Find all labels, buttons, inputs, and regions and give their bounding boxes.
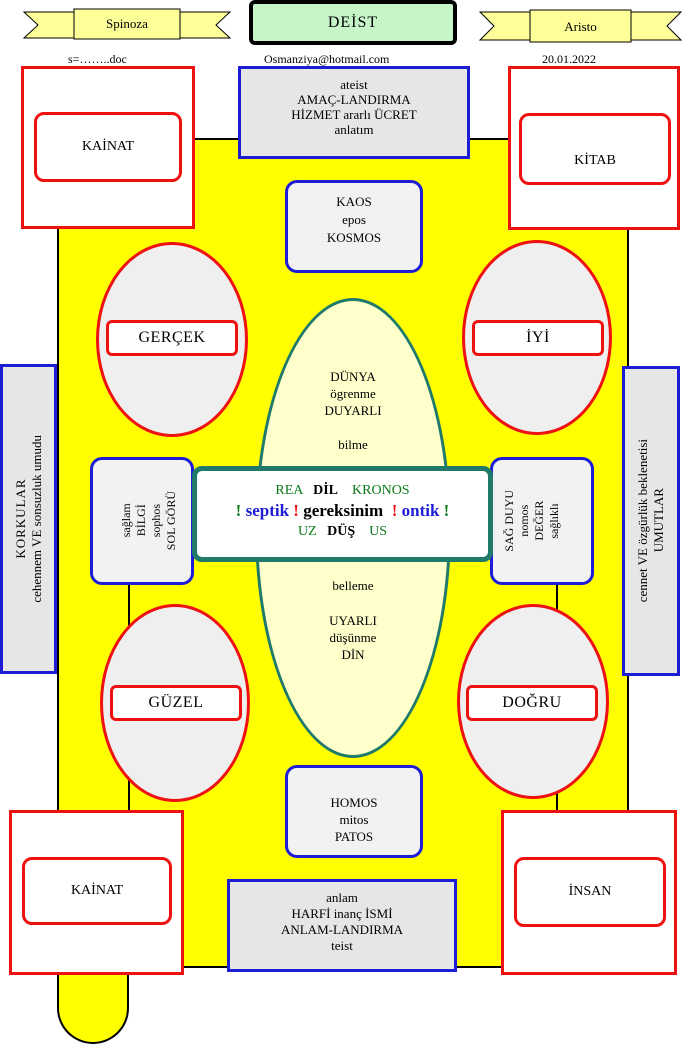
ribbon-right-shape <box>478 9 683 43</box>
iyi-label: İYİ <box>472 320 604 356</box>
center-box: REA DİL KRONOS ! septik ! gereksinim ! o… <box>192 466 493 562</box>
left-inner-line: sağlam <box>119 504 133 538</box>
left-inner-line: SOL GÖRÜ <box>164 491 178 551</box>
uz-text: UZ <box>297 524 317 539</box>
exclam-1: ! <box>235 501 242 520</box>
oval-line: düşünme <box>329 630 377 645</box>
left-side-line: KORKULAR <box>12 478 28 560</box>
center-row-2: ! septik ! gereksinim ! ontik ! <box>197 501 488 521</box>
corner-top-left: KAİNAT <box>21 66 195 229</box>
rea-text: REA <box>275 483 303 498</box>
center-row-3: UZ DÜŞ US <box>197 524 488 540</box>
dogru-text: DOĞRU <box>502 694 562 711</box>
oval-line: ögrenme <box>330 386 376 401</box>
oval-line: DÜNYA <box>330 369 376 384</box>
right-inner-line: nomos <box>517 504 531 537</box>
left-inner-text: sağlam BİLGİ sophos SOL GÖRÜ <box>119 491 179 550</box>
right-side-line: cennet VE özgürlük beklenetisi <box>635 439 650 603</box>
bottom-box-line: HARFİ inanç İSMİ <box>291 906 393 921</box>
kaos-line: epos <box>342 212 366 227</box>
oval-line: belleme <box>332 578 374 593</box>
oval-line: bilme <box>338 437 368 452</box>
homos-line: HOMOS <box>330 795 378 810</box>
top-box-line: AMAÇ-LANDIRMA <box>297 92 411 107</box>
corner-bottom-left: KAİNAT <box>9 810 184 975</box>
right-side-line: UMUTLAR <box>651 488 666 554</box>
left-side-box: KORKULAR cehennem VE sonsuzluk umudu <box>0 364 57 674</box>
right-side-text: cennet VE özgürlük beklenetisi UMUTLAR <box>635 439 667 602</box>
guzel-text: GÜZEL <box>148 694 204 711</box>
kaos-box: KAOS epos KOSMOS <box>285 180 423 273</box>
dus-text: DÜŞ <box>327 524 356 539</box>
corner-bottom-left-label: KAİNAT <box>22 857 172 925</box>
exclam-2: ! <box>293 501 299 520</box>
dil-text: DİL <box>313 483 339 498</box>
exclam-4: ! <box>443 501 450 520</box>
homos-box: HOMOS mitos PATOS <box>285 765 423 858</box>
oval-top-text: DÜNYA ögrenme DUYARLI bilme <box>268 368 438 453</box>
right-side-box: cennet VE özgürlük beklenetisi UMUTLAR <box>622 366 680 676</box>
gercek-label: GERÇEK <box>106 320 238 356</box>
oval-line: DİN <box>341 647 365 662</box>
gereksinim-text: gereksinim <box>303 501 384 520</box>
homos-line: mitos <box>339 812 369 827</box>
dogru-label: DOĞRU <box>466 685 598 721</box>
guzel-label: GÜZEL <box>110 685 242 721</box>
oval-bottom-text: belleme UYARLI düşünme DİN <box>268 578 438 663</box>
top-box-line: anlatım <box>334 122 374 137</box>
bottom-box-line: teist <box>331 938 353 953</box>
left-side-text: KORKULAR cehennem VE sonsuzluk umudu <box>13 435 45 603</box>
corner-top-left-label: KAİNAT <box>34 112 182 182</box>
corner-top-left-text: KAİNAT <box>81 139 135 154</box>
corner-bottom-left-text: KAİNAT <box>70 883 124 898</box>
corner-bottom-right-label: İNSAN <box>514 857 666 927</box>
corner-bottom-right: İNSAN <box>501 810 677 975</box>
left-inner-box: sağlam BİLGİ sophos SOL GÖRÜ <box>90 457 194 585</box>
corner-top-right: KİTAB <box>508 66 680 230</box>
ribbon-left: Spinoza <box>22 8 232 42</box>
us-text: US <box>369 524 388 539</box>
ribbon-right: Aristo <box>478 8 683 46</box>
homos-line: PATOS <box>334 829 374 844</box>
kaos-line: KOSMOS <box>326 230 382 245</box>
left-inner-line: BİLGİ <box>134 505 148 537</box>
email: Osmanziya@hotmail.com <box>264 52 390 66</box>
top-center-box: ateist AMAÇ-LANDIRMA HİZMET ararlı ÜCRET… <box>238 66 470 159</box>
date: 20.01.2022 <box>542 52 596 66</box>
right-inner-text: SAĞ DUYU nomos DEĞER sağlıklı <box>502 490 562 552</box>
doc-name: s=……..doc <box>68 52 127 66</box>
septik-text: septik <box>245 501 290 520</box>
corner-top-right-label: KİTAB <box>519 113 671 185</box>
bottom-center-box: anlam HARFİ inanç İSMİ ANLAM-LANDIRMA te… <box>227 879 457 972</box>
gercek-text: GERÇEK <box>138 329 206 346</box>
right-inner-line: DEĞER <box>532 501 546 541</box>
kronos-text: KRONOS <box>352 483 410 498</box>
ontik-text: ontik <box>401 501 440 520</box>
oval-line: UYARLI <box>329 613 377 628</box>
bottom-box-line: ANLAM-LANDIRMA <box>280 922 404 937</box>
title-box: DEİST <box>249 0 457 45</box>
bottom-box-line: anlam <box>326 890 358 905</box>
corner-bottom-right-text: İNSAN <box>568 884 612 899</box>
ribbon-right-label: Aristo <box>564 19 597 34</box>
exclam-3: ! <box>391 501 398 520</box>
left-inner-line: sophos <box>149 504 163 538</box>
ribbon-left-label: Spinoza <box>106 16 148 31</box>
right-inner-line: SAĞ DUYU <box>502 490 516 552</box>
center-row-1: REA DİL KRONOS <box>197 483 488 499</box>
corner-top-right-text: KİTAB <box>574 153 616 168</box>
title-text: DEİST <box>327 13 379 31</box>
iyi-text: İYİ <box>526 329 550 346</box>
right-inner-box: SAĞ DUYU nomos DEĞER sağlıklı <box>490 457 594 585</box>
kaos-line: KAOS <box>336 194 372 209</box>
top-box-line: HİZMET ararlı ÜCRET <box>291 107 417 122</box>
top-box-line: ateist <box>340 77 368 92</box>
right-inner-line: sağlıklı <box>547 503 561 539</box>
left-side-line: cehennem VE sonsuzluk umudu <box>28 435 44 603</box>
oval-line: DUYARLI <box>324 403 382 418</box>
ribbon-left-shape <box>22 8 232 40</box>
